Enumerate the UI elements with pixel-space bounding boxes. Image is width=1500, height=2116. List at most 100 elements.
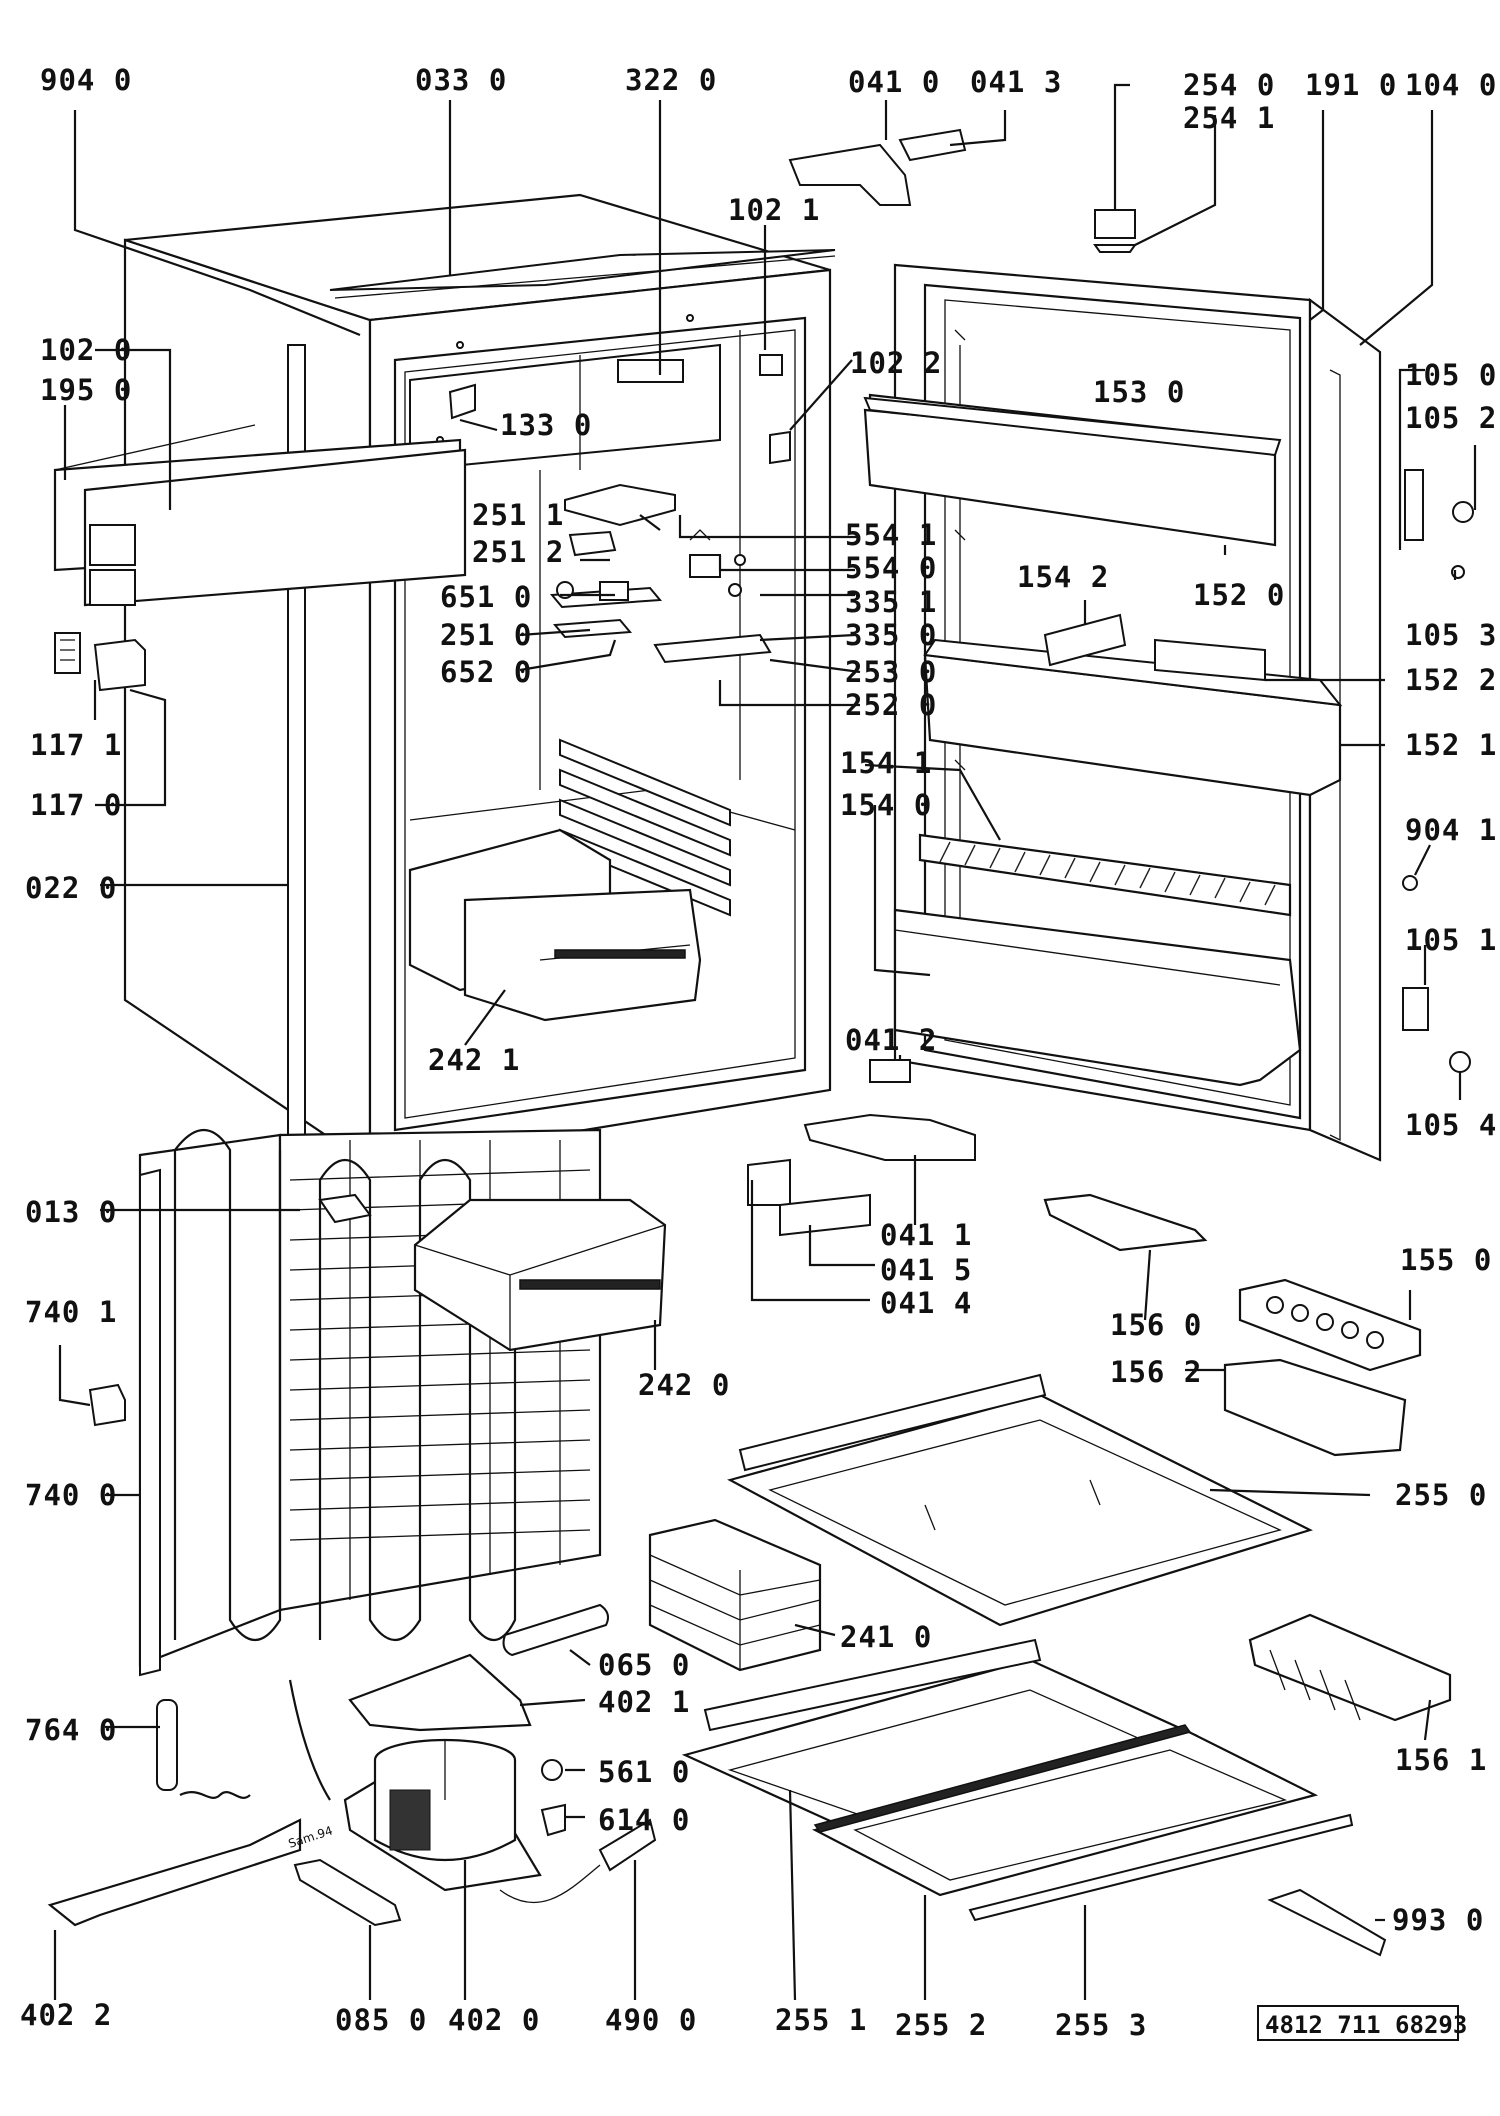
label-152-0: 152 0 <box>1193 578 1285 612</box>
document-number: 4812 711 68293 <box>1265 2011 1467 2039</box>
label-154-2: 154 2 <box>1017 560 1109 594</box>
upper-small-parts <box>448 354 791 465</box>
label-255-2: 255 2 <box>895 2008 987 2042</box>
part-561-0 <box>541 1759 563 1781</box>
label-033-0: 033 0 <box>415 63 507 97</box>
label-561-0: 561 0 <box>598 1755 690 1789</box>
strip-255-3 <box>968 1813 1354 1922</box>
label-255-0: 255 0 <box>1395 1478 1487 1512</box>
label-154-0: 154 0 <box>840 788 932 822</box>
label-554-0: 554 0 <box>845 551 937 585</box>
glass-shelf-255-2 <box>811 1724 1319 1897</box>
crisper-drawer-242-1 <box>408 828 702 1022</box>
mounting-plate-402-2 <box>47 1818 302 1927</box>
label-085-0: 085 0 <box>335 2003 427 2037</box>
label-191-0: 191 0 <box>1305 68 1397 102</box>
label-993-0: 993 0 <box>1392 1903 1484 1937</box>
label-105-0: 105 0 <box>1405 358 1497 392</box>
butter-dish-156-0 <box>1043 1193 1208 1252</box>
label-254-0: 254 0 <box>1183 68 1275 102</box>
label-102-0: 102 0 <box>40 333 132 367</box>
label-041-0: 041 0 <box>848 65 940 99</box>
label-152-1: 152 1 <box>1405 728 1497 762</box>
label-102-2: 102 2 <box>850 346 942 380</box>
part-740-1 <box>88 1383 126 1427</box>
part-065-0 <box>502 1603 609 1657</box>
label-554-1: 554 1 <box>845 518 937 552</box>
label-153-0: 153 0 <box>1093 375 1185 409</box>
label-105-1: 105 1 <box>1405 923 1497 957</box>
label-117-1: 117 1 <box>30 728 122 762</box>
scraper-993-0 <box>1267 1888 1387 1957</box>
label-065-0: 065 0 <box>598 1648 690 1682</box>
label-322-0: 322 0 <box>625 63 717 97</box>
label-133-0: 133 0 <box>500 408 592 442</box>
label-241-0: 241 0 <box>840 1620 932 1654</box>
label-152-2: 152 2 <box>1405 663 1497 697</box>
label-156-2: 156 2 <box>1110 1355 1202 1389</box>
label-252-0: 252 0 <box>845 688 937 722</box>
label-104-0: 104 0 <box>1405 68 1497 102</box>
power-plug-490-0 <box>499 1818 657 1904</box>
label-651-0: 651 0 <box>440 580 532 614</box>
label-740-1: 740 1 <box>25 1295 117 1329</box>
label-155-0: 155 0 <box>1400 1243 1492 1277</box>
label-105-3: 105 3 <box>1405 618 1497 652</box>
label-335-1: 335 1 <box>845 585 937 619</box>
label-156-1: 156 1 <box>1395 1743 1487 1777</box>
label-251-1: 251 1 <box>472 498 564 532</box>
label-253-0: 253 0 <box>845 655 937 689</box>
leader-lines <box>53 83 1477 2001</box>
label-490-0: 490 0 <box>605 2003 697 2037</box>
label-652-0: 652 0 <box>440 655 532 689</box>
base-tray-402-1 <box>348 1653 532 1732</box>
label-904-0: 904 0 <box>40 63 132 97</box>
part-labels: 904 0 033 0 322 0 041 0 041 3 254 0 254 … <box>20 63 1497 2042</box>
right-small-parts-105 <box>1402 469 1474 1073</box>
part-764-0 <box>156 1679 331 1801</box>
hinges-041 <box>747 128 976 1237</box>
label-614-0: 614 0 <box>598 1803 690 1837</box>
egg-tray-155-0 <box>1238 1278 1422 1372</box>
label-013-0: 013 0 <box>25 1195 117 1229</box>
door-panel-102-0 <box>53 424 467 607</box>
label-904-1: 904 1 <box>1405 813 1497 847</box>
label-105-2: 105 2 <box>1405 401 1497 435</box>
ice-tray-156-1 <box>1248 1613 1452 1722</box>
document-number-box: 4812 711 68293 <box>1257 2005 1467 2041</box>
container-156-2 <box>1223 1358 1407 1457</box>
label-402-1: 402 1 <box>598 1685 690 1719</box>
label-041-2: 041 2 <box>845 1023 937 1057</box>
condenser-740-0 <box>138 1128 602 1677</box>
hinge-parts-117 <box>54 632 146 692</box>
part-013-0 <box>318 1193 372 1224</box>
label-041-1: 041 1 <box>880 1218 972 1252</box>
label-242-0: 242 0 <box>638 1368 730 1402</box>
label-764-0: 764 0 <box>25 1713 117 1747</box>
wine-rack-241-0 <box>648 1518 822 1672</box>
label-255-3: 255 3 <box>1055 2008 1147 2042</box>
label-195-0: 195 0 <box>40 373 132 407</box>
label-105-4: 105 4 <box>1405 1108 1497 1142</box>
label-242-1: 242 1 <box>428 1043 520 1077</box>
label-402-2: 402 2 <box>20 1998 112 2032</box>
label-335-0: 335 0 <box>845 618 937 652</box>
label-154-1: 154 1 <box>840 746 932 780</box>
label-041-5: 041 5 <box>880 1253 972 1287</box>
part-614-0 <box>540 1803 566 1837</box>
drawer-242-0 <box>413 1198 667 1352</box>
label-156-0: 156 0 <box>1110 1308 1202 1342</box>
compressor-402-0 <box>343 1738 542 1892</box>
label-041-3: 041 3 <box>970 65 1062 99</box>
label-402-0: 402 0 <box>448 2003 540 2037</box>
label-041-4: 041 4 <box>880 1286 972 1320</box>
label-254-1: 254 1 <box>1183 101 1275 135</box>
label-740-0: 740 0 <box>25 1478 117 1512</box>
label-102-1: 102 1 <box>728 193 820 227</box>
label-251-2: 251 2 <box>472 535 564 569</box>
label-255-1: 255 1 <box>775 2003 867 2037</box>
part-085-0 <box>293 1858 402 1927</box>
label-117-0: 117 0 <box>30 788 122 822</box>
grid-shelf-hatch <box>939 841 1276 906</box>
